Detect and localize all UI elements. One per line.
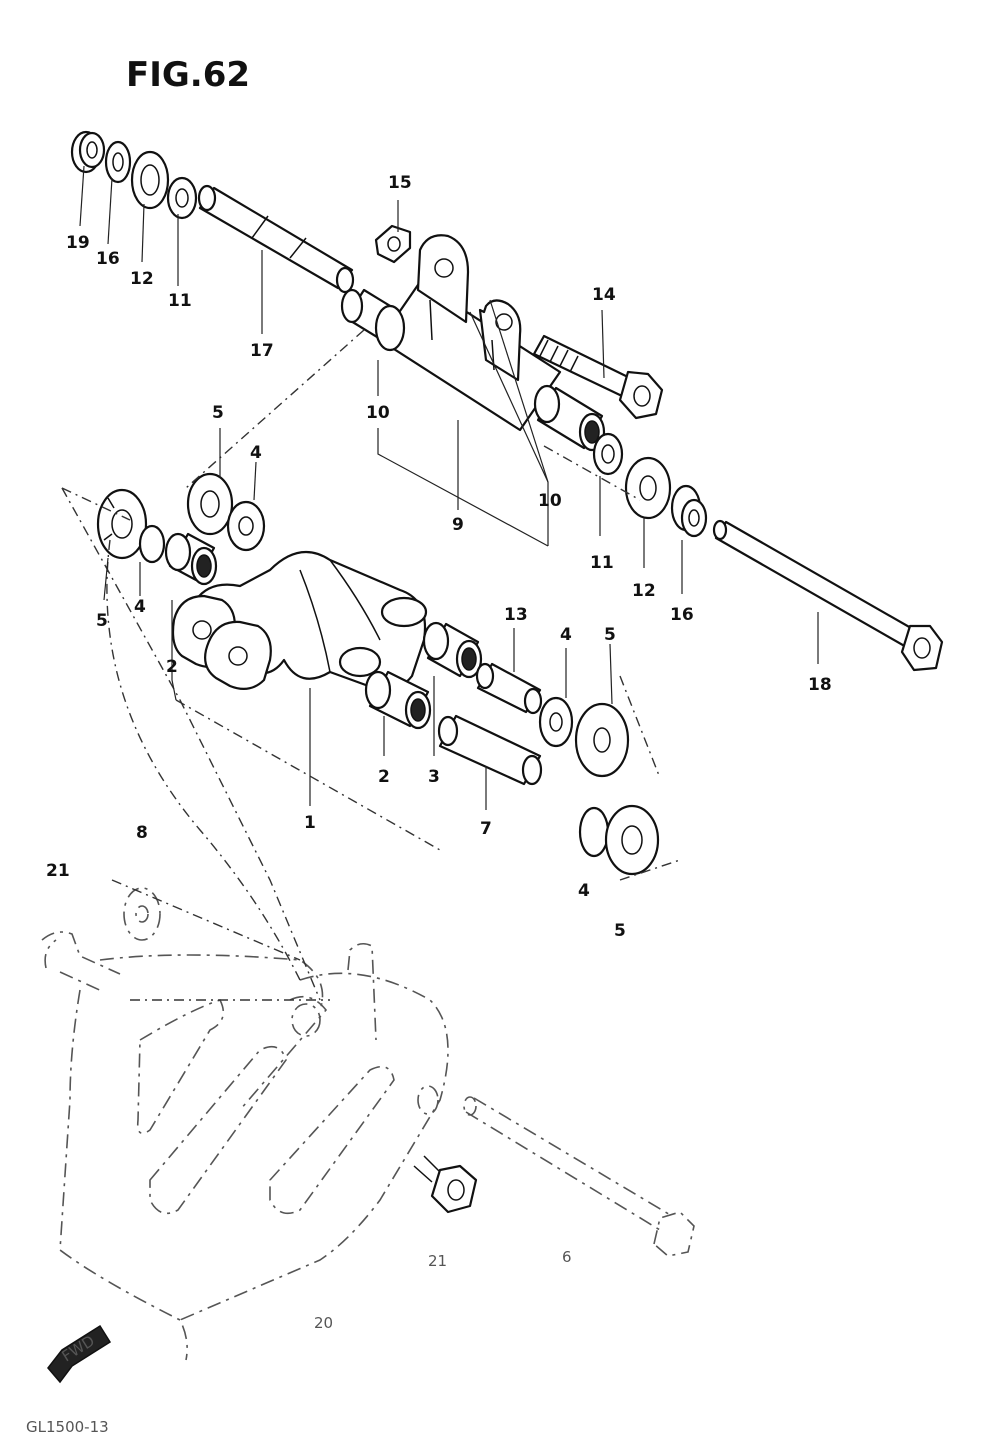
part-11-washer-right: [592, 432, 624, 476]
callout-2-left: 2: [166, 657, 178, 677]
part-19-nut: [70, 130, 106, 174]
part-6-pivot-bolt: [463, 1096, 695, 1257]
assembly-lines: [61, 329, 681, 1001]
fwd-arrow: FWD: [47, 1324, 112, 1384]
callouts: 19 16 12 11 17 15 14 10 10 9 11 12 16 18…: [46, 173, 832, 1332]
part-11-washer: [166, 176, 198, 220]
part-12-dust-seal-right: [624, 456, 672, 520]
part-5-seal-bottom: [604, 804, 660, 876]
callout-10-right: 10: [538, 491, 562, 511]
part-3-bearing: [422, 621, 483, 679]
part-4-washer-bottom: [578, 806, 610, 858]
callout-16-right: 16: [670, 605, 694, 625]
part-14-bolt: [532, 334, 664, 420]
callout-21-bottom: 21: [428, 1252, 447, 1270]
part-16-collar-right: [670, 484, 708, 538]
part-18-long-bolt: [712, 519, 944, 672]
callout-3: 3: [428, 767, 440, 787]
part-21-bolt-lower: [413, 1155, 478, 1214]
callout-7: 7: [480, 819, 492, 839]
callout-4-right: 4: [560, 625, 572, 645]
part-12-dust-seal: [130, 150, 170, 210]
callout-5-right: 5: [604, 625, 616, 645]
part-5-seal-left-upper: [186, 472, 234, 536]
part-9-cushion-rod: [374, 234, 562, 432]
figure-title: FIG.62: [126, 55, 250, 95]
callout-16-left: 16: [96, 249, 120, 269]
callout-4-left: 4: [134, 597, 146, 617]
part-13-spacer: [475, 662, 543, 715]
part-5-seal-right-lower: [574, 702, 630, 778]
callout-1: 1: [304, 813, 316, 833]
callout-20: 20: [314, 1314, 333, 1332]
callout-4-top-left: 4: [250, 443, 262, 463]
callout-5-bottom: 5: [614, 921, 626, 941]
callout-12-left: 12: [130, 269, 154, 289]
part-4-washer-left-upper: [226, 500, 266, 552]
part-5-seal-left-lower: [96, 488, 148, 560]
part-1-cushion-lever: [171, 550, 428, 691]
callout-4-bottom: 4: [578, 881, 590, 901]
callout-18: 18: [808, 675, 832, 695]
callout-13: 13: [504, 605, 528, 625]
part-21-bolt-top: [41, 931, 121, 993]
part-7-spacer: [437, 714, 543, 786]
part-8-washer: [123, 887, 161, 941]
callout-9: 9: [452, 515, 464, 535]
leader-lines: [79, 165, 819, 810]
callout-10-left: 10: [366, 403, 390, 423]
part-20-frame-bracket: [59, 942, 449, 1361]
part-16-collar: [104, 140, 132, 184]
callout-2-right: 2: [378, 767, 390, 787]
callout-5-top-left: 5: [212, 403, 224, 423]
callout-12-right: 12: [632, 581, 656, 601]
footer-code: GL1500-13: [26, 1418, 109, 1436]
callout-11-right: 11: [590, 553, 614, 573]
part-2-bearing-upper: [164, 532, 218, 586]
callout-6-bottom: 6: [562, 1248, 572, 1266]
callout-14: 14: [592, 285, 616, 305]
part-2-bearing-lower: [364, 670, 432, 730]
callout-21-top: 21: [46, 861, 70, 881]
part-4-washer-left-lower: [138, 524, 166, 564]
callout-5-left: 5: [96, 611, 108, 631]
part-15-nut: [374, 224, 412, 264]
part-4-washer-right-lower: [538, 696, 574, 748]
part-17-spacer-shaft: [197, 184, 355, 294]
callout-11-left: 11: [168, 291, 192, 311]
callout-19: 19: [66, 233, 90, 253]
callout-8: 8: [136, 823, 148, 843]
upper-bearing-right: [533, 384, 606, 452]
callout-15: 15: [388, 173, 412, 193]
callout-17: 17: [250, 341, 274, 361]
